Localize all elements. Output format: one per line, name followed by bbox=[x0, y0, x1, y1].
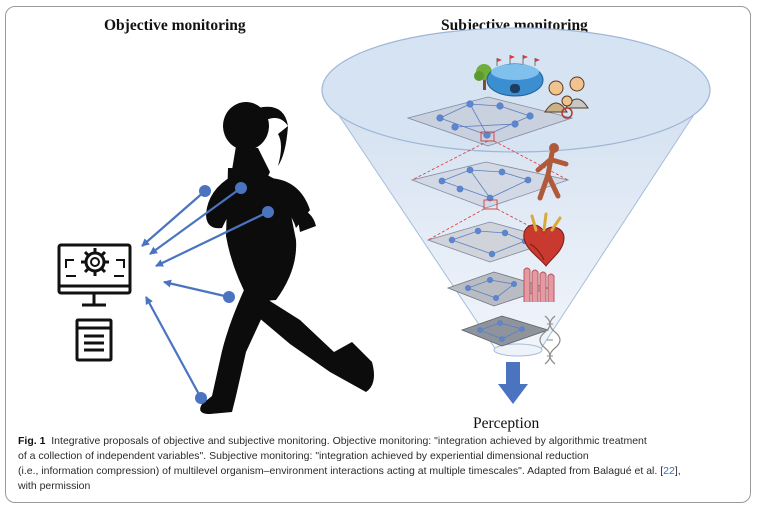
caption-text-3b: ], bbox=[674, 465, 681, 477]
network-layer-cell bbox=[460, 315, 550, 347]
dna-icon bbox=[539, 315, 561, 365]
network-layer-society bbox=[406, 96, 574, 147]
muscle-figure-icon bbox=[535, 143, 569, 201]
sensor-arrows bbox=[141, 187, 269, 399]
heart-icon bbox=[523, 212, 565, 267]
runner-silhouette bbox=[200, 102, 374, 414]
caption-line-3: (i.e., information compression) of multi… bbox=[18, 464, 738, 479]
people-icon bbox=[544, 76, 589, 119]
caption-line-1: Fig. 1 Integrative proposals of objectiv… bbox=[18, 434, 738, 449]
figure-frame bbox=[5, 6, 751, 503]
document-icon bbox=[75, 318, 113, 362]
network-layer-tissue bbox=[446, 271, 550, 307]
caption-line-4: with permission bbox=[18, 480, 91, 492]
objective-monitoring-title: Objective monitoring bbox=[104, 17, 246, 34]
figure-caption: Fig. 1 Integrative proposals of objectiv… bbox=[18, 434, 738, 494]
stadium-icon bbox=[486, 55, 544, 97]
cells-icon bbox=[523, 267, 555, 302]
network-layer-organism bbox=[410, 161, 570, 210]
caption-line-2: of a collection of independent variables… bbox=[18, 450, 589, 462]
reference-link[interactable]: 22 bbox=[663, 465, 675, 477]
down-arrow-icon bbox=[498, 362, 528, 404]
figure-label: Fig. 1 bbox=[18, 435, 46, 447]
caption-text-3a: (i.e., information compression) of multi… bbox=[18, 465, 664, 477]
figure-illustration bbox=[57, 27, 711, 414]
perception-label: Perception bbox=[473, 415, 540, 432]
caption-text-1: Integrative proposals of objective and s… bbox=[51, 435, 647, 447]
sensor-points bbox=[195, 182, 274, 404]
computer-gear-icon bbox=[57, 243, 132, 307]
